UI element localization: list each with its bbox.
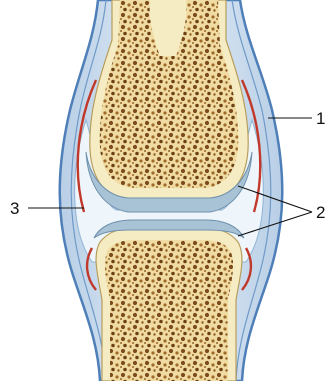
lower-spongy-bone xyxy=(105,240,233,381)
callout-label-3: 3 xyxy=(10,199,19,218)
callout-label-2: 2 xyxy=(316,203,325,222)
callout-label-1: 1 xyxy=(316,109,325,128)
